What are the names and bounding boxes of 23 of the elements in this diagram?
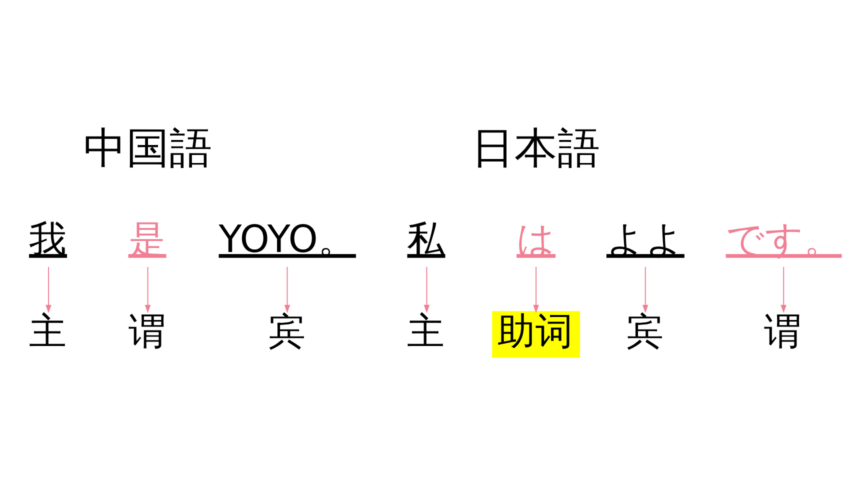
label: 日本語 [471,123,600,174]
node-text: 是 [128,217,166,262]
node-text: 宾 [625,308,664,353]
node-box: 助词 [492,311,580,358]
arrow [532,266,538,314]
node-text: 主 [406,308,445,353]
label: 中国語 [82,123,212,174]
node-text: 我 [28,217,67,262]
node-text: 主 [28,308,67,353]
node-text: 私 [406,217,445,262]
arrow [780,266,786,314]
arrow [144,266,150,314]
arrow [423,266,430,314]
node-text: です。 [725,217,842,262]
arrow [45,266,51,314]
node-text: は [516,217,556,262]
node-text: 宾 [267,308,306,353]
arrow [284,266,290,314]
arrow [642,266,648,314]
node-text: 谓 [128,308,166,353]
node-text: よよ [606,217,684,262]
node-text: YOYO。 [218,217,356,262]
node-text: 谓 [764,308,802,353]
